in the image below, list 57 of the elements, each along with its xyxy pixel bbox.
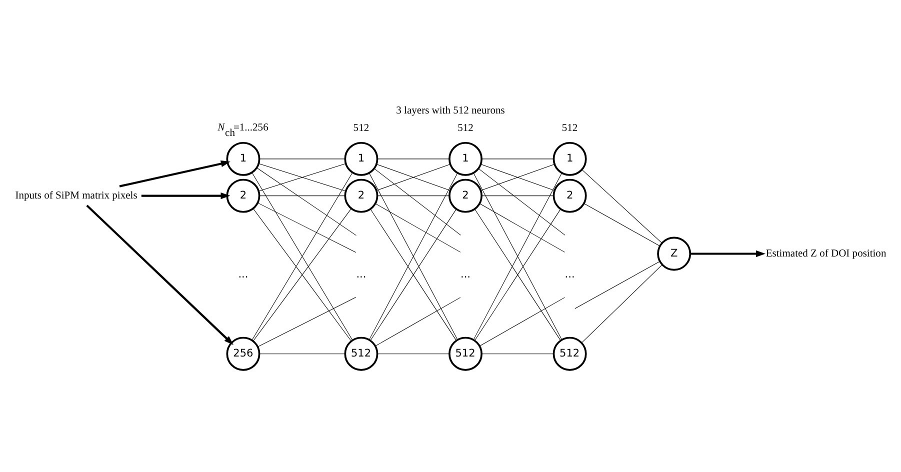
connector (259, 158, 346, 159)
diagram-title: 3 layers with 512 neurons (396, 105, 505, 116)
connector (375, 202, 461, 252)
label: ... (460, 268, 471, 280)
connector (375, 296, 461, 346)
connector (256, 167, 356, 236)
node-circle: 256 (226, 336, 260, 370)
node-circle: 2 (344, 178, 378, 212)
node-circle: 512 (448, 336, 482, 370)
connector (377, 353, 450, 354)
arrow (86, 204, 234, 345)
node-circle: 512 (344, 336, 378, 370)
connector (377, 158, 450, 159)
arrow (119, 160, 230, 187)
node-text: Inputs of SiPM matrix pixels (15, 190, 138, 201)
label: 512 (353, 122, 370, 134)
connector (376, 163, 450, 190)
arrow (690, 250, 766, 257)
node-circle: 1 (448, 141, 482, 176)
node-circle: 2 (448, 178, 482, 212)
connector (479, 202, 565, 252)
label: 512 (458, 122, 474, 134)
label: ... (238, 268, 248, 280)
connector (370, 208, 457, 340)
connector (582, 264, 662, 342)
arrow (141, 192, 230, 199)
label: ... (356, 268, 366, 280)
connector (258, 296, 356, 346)
connector (377, 195, 450, 196)
node-circle: 2 (226, 178, 260, 212)
connector (368, 172, 458, 340)
node-circle: 512 (552, 336, 587, 370)
connector (478, 168, 566, 235)
connector (258, 202, 356, 252)
node-circle: 2 (552, 178, 587, 212)
connector (481, 195, 554, 196)
connector (258, 162, 346, 191)
connector (474, 208, 561, 340)
connector (259, 195, 346, 196)
connector (481, 353, 554, 354)
connector (259, 353, 346, 354)
connector (374, 168, 461, 235)
node-text: Estimated Z of DOI position (766, 248, 886, 259)
node-circle: 1 (344, 141, 378, 176)
label: ... (564, 268, 575, 280)
connector (480, 163, 555, 190)
connector (582, 168, 662, 243)
connector (473, 172, 562, 340)
label: 512 (562, 122, 578, 134)
connector (479, 296, 565, 346)
connector (574, 260, 660, 308)
node-circle: 1 (226, 141, 260, 176)
connector (252, 208, 352, 341)
connector (584, 202, 660, 246)
node-circle: 1 (552, 141, 587, 176)
node-circle: Z (657, 236, 692, 270)
connector (481, 158, 554, 159)
